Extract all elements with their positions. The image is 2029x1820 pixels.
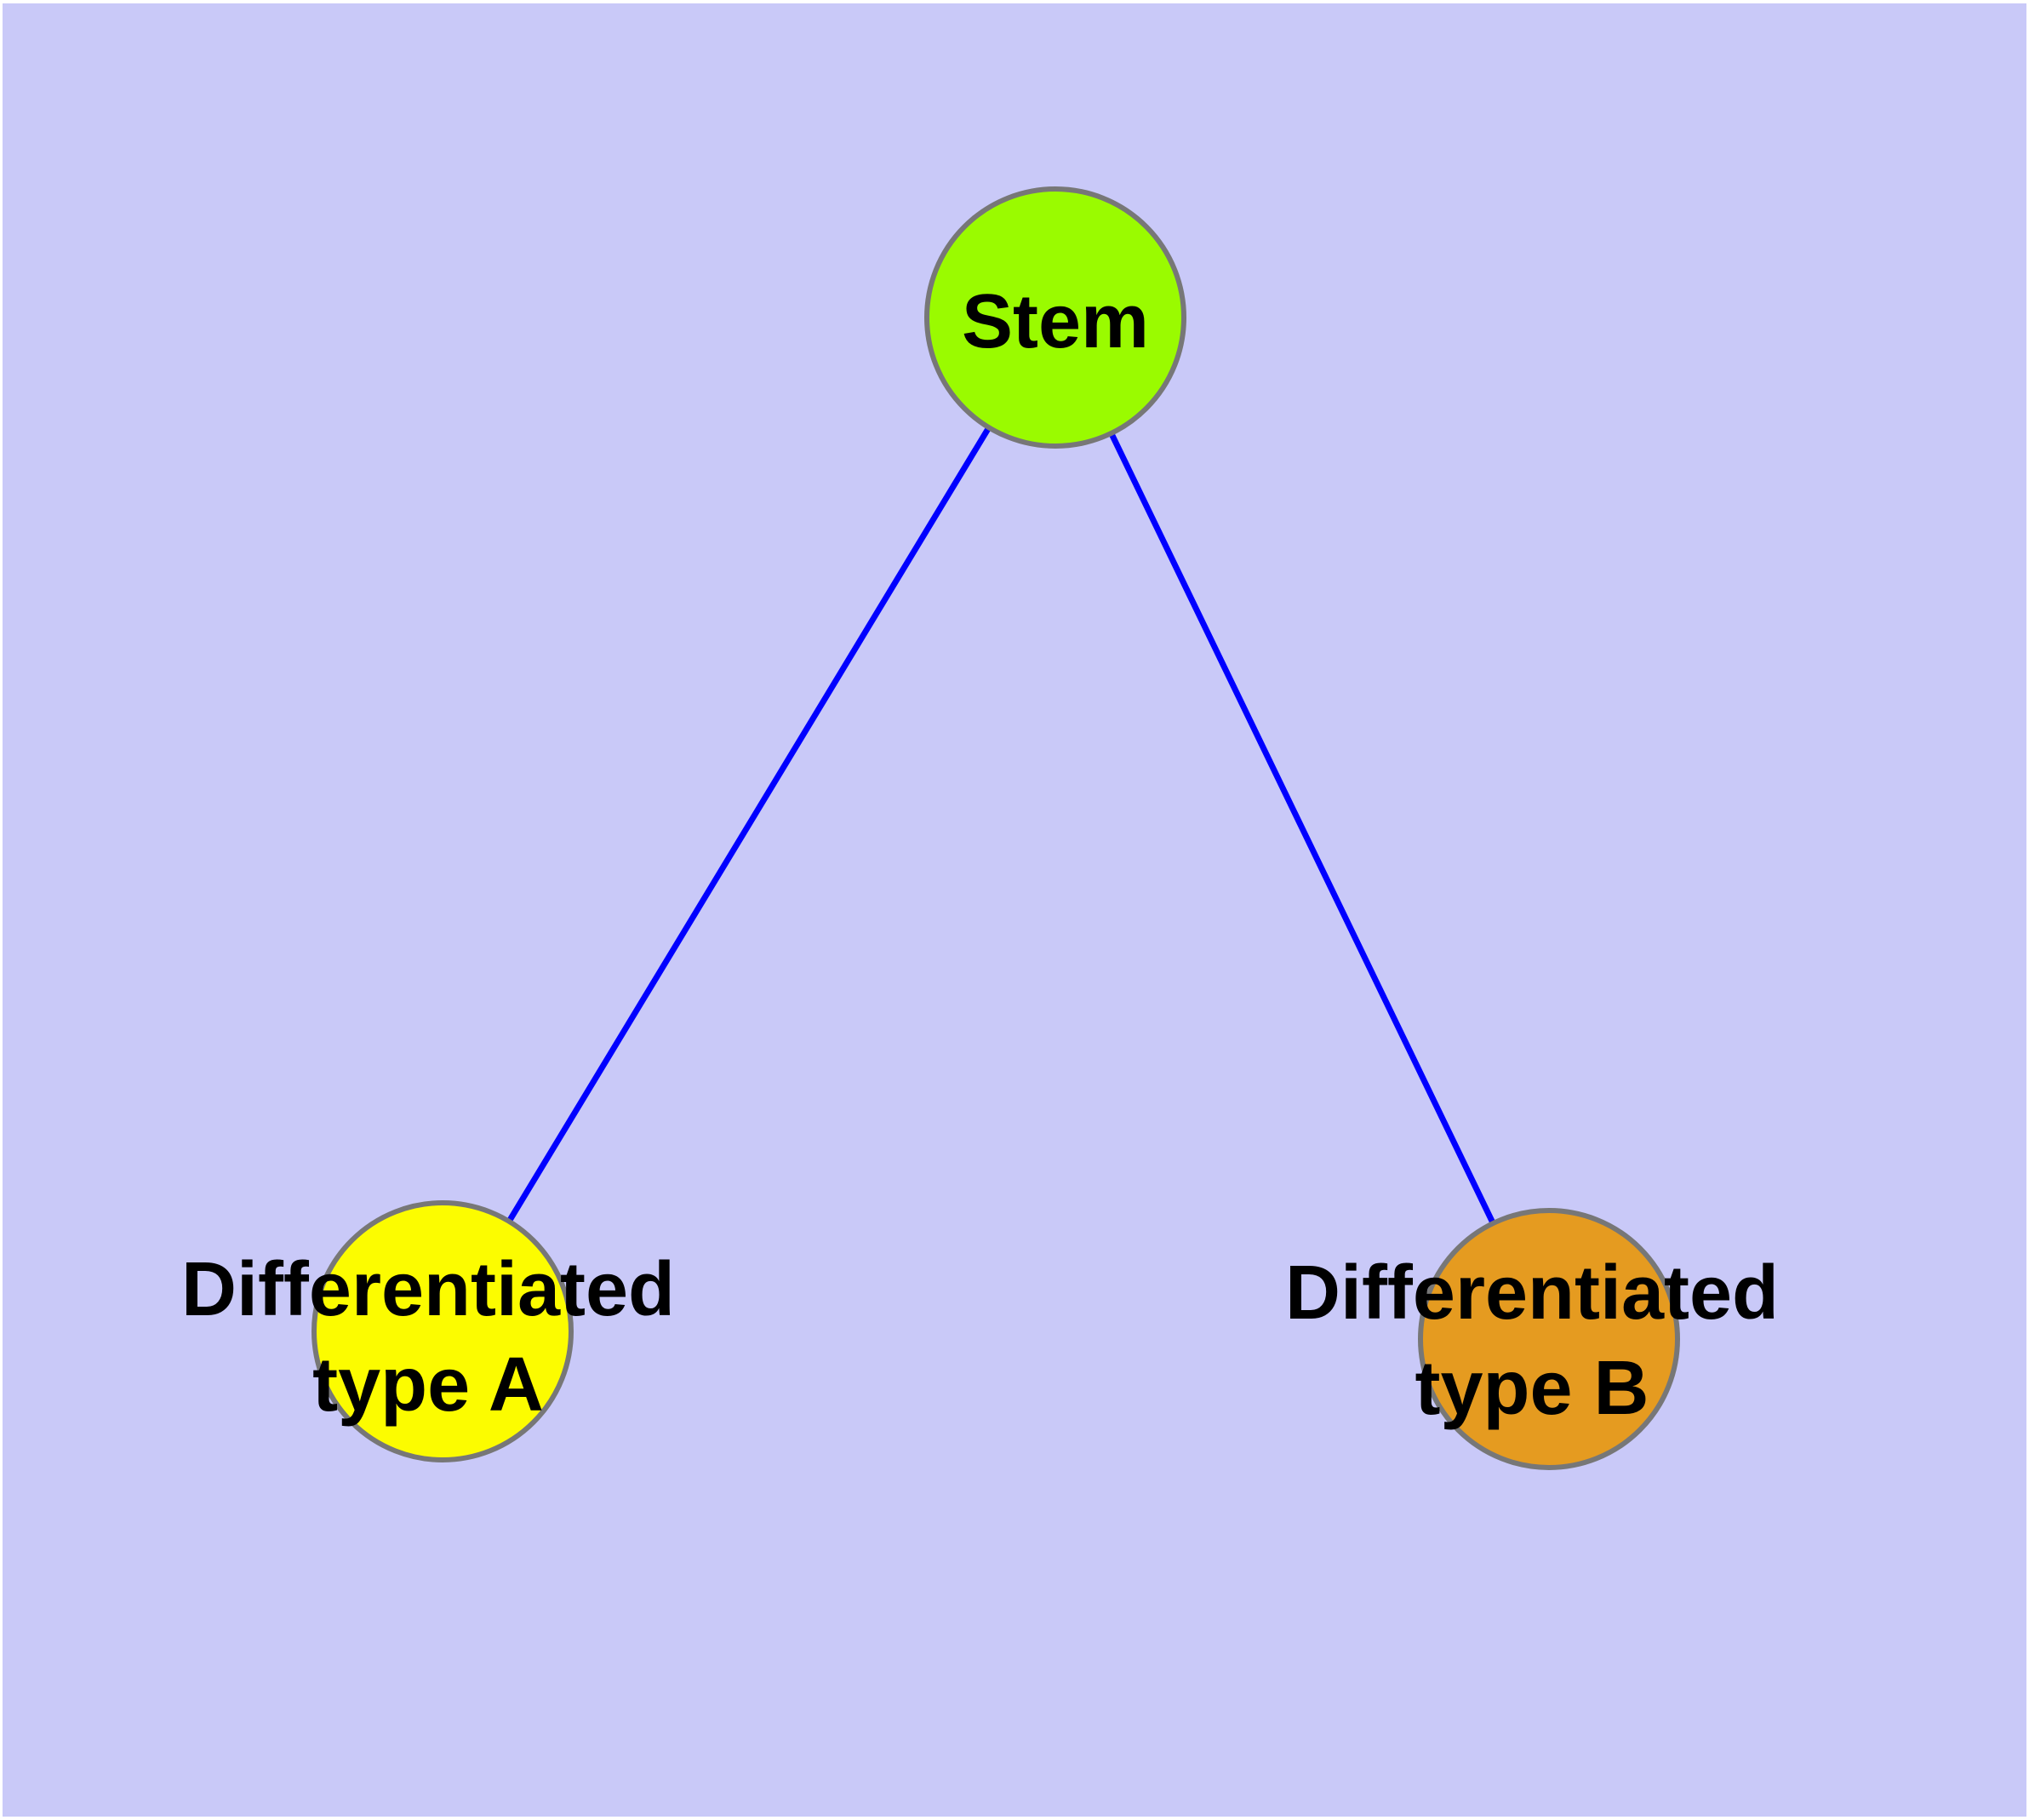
node-type-a-circle [311,1200,574,1462]
node-type-b-label-line1: Differentiated [1285,1251,1779,1336]
edge-stem-to-type-a [440,316,1058,1333]
node-stem-label: Stem [962,279,1149,364]
node-type-a-label: Differentiated type A [181,1247,675,1428]
node-type-b-label: Differentiated type B [1285,1251,1779,1431]
node-type-a-label-line1: Differentiated [181,1247,675,1332]
node-type-b-label-line2: type B [1415,1346,1649,1431]
node-type-a-label-line2: type A [312,1342,544,1428]
node-type-b-circle [1418,1208,1680,1470]
node-stem-circle [924,186,1186,449]
edge-stem-to-type-b [1052,316,1552,1341]
